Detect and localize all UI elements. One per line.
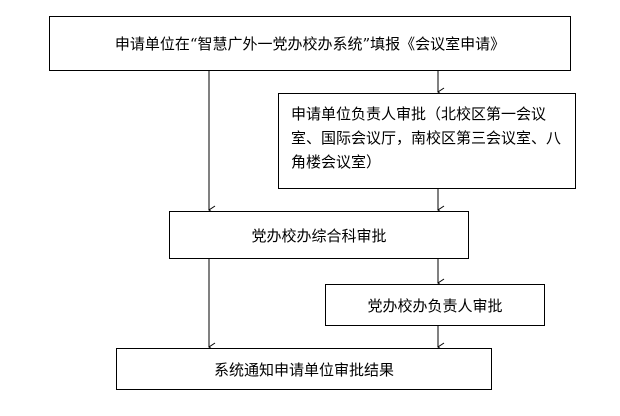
step-office-head-approval-box: 党办校办负责人审批 xyxy=(325,284,545,326)
step-notify-text: 系统通知申请单位审批结果 xyxy=(213,360,394,379)
step-dept-approval-text: 申请单位负责人审批（北校区第一会议室、国际会议厅，南校区第三会议室、八角楼会议室… xyxy=(291,105,562,171)
step-office-approval-text: 党办校办综合科审批 xyxy=(251,226,387,245)
step-office-head-approval-text: 党办校办负责人审批 xyxy=(367,296,503,315)
step-apply-box: 申请单位在“智慧广外一党办校办系统”填报《会议室申请》 xyxy=(49,16,571,71)
step-notify-box: 系统通知申请单位审批结果 xyxy=(116,348,492,390)
step-apply-text: 申请单位在“智慧广外一党办校办系统”填报《会议室申请》 xyxy=(114,35,506,53)
step-office-approval-box: 党办校办综合科审批 xyxy=(169,211,469,259)
step-dept-approval-box: 申请单位负责人审批（北校区第一会议室、国际会议厅，南校区第三会议室、八角楼会议室… xyxy=(278,93,576,189)
